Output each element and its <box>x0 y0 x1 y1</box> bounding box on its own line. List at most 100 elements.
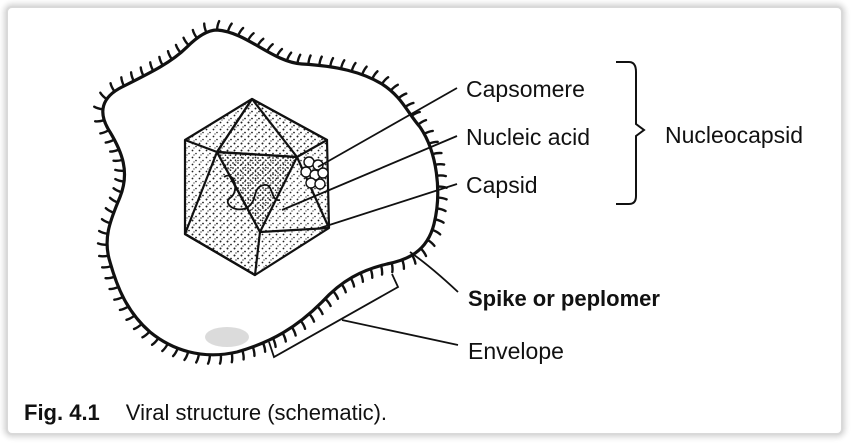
spike <box>404 101 415 109</box>
spike <box>99 128 111 135</box>
nucleocapsid-bracket <box>616 61 646 205</box>
spike <box>265 43 274 53</box>
spike <box>97 229 109 236</box>
spike <box>100 265 113 269</box>
spike <box>93 118 106 123</box>
spike <box>316 305 324 316</box>
spike <box>129 71 136 83</box>
spike <box>427 140 439 145</box>
leader-lines <box>268 87 459 359</box>
spike <box>422 129 434 136</box>
spike <box>379 264 384 276</box>
spike <box>323 297 332 308</box>
spike <box>158 55 164 67</box>
spike <box>308 312 316 323</box>
virus-diagram <box>92 19 646 365</box>
spike <box>206 353 212 365</box>
spike <box>436 196 448 201</box>
spike <box>339 59 346 70</box>
spike <box>113 295 125 301</box>
spike <box>112 158 124 163</box>
spike <box>215 19 221 32</box>
spike <box>108 285 120 291</box>
spike <box>433 218 445 224</box>
spike <box>359 271 365 283</box>
spike <box>331 289 340 300</box>
spike <box>389 83 399 92</box>
spike <box>271 337 277 349</box>
spike <box>251 345 256 358</box>
spike <box>218 353 223 365</box>
spike <box>431 151 443 156</box>
spike <box>275 47 284 58</box>
spike <box>161 342 169 353</box>
spike <box>431 228 442 236</box>
figure-number: Fig. 4.1 <box>24 400 100 425</box>
spike <box>350 61 357 73</box>
spike <box>108 148 121 153</box>
label-capsid: Capsid <box>466 172 538 198</box>
spike <box>360 65 368 76</box>
spike <box>299 319 307 331</box>
spike <box>149 61 155 73</box>
spike <box>120 76 126 88</box>
spike <box>174 43 182 54</box>
spike <box>171 347 179 358</box>
spike <box>96 242 109 246</box>
spike <box>401 258 406 271</box>
spike <box>194 352 201 364</box>
spike <box>104 206 115 214</box>
label-capsomere: Capsomere <box>466 76 585 102</box>
spike <box>104 275 116 280</box>
spike <box>397 92 408 100</box>
spike <box>410 253 417 265</box>
spike <box>236 26 245 37</box>
spike <box>433 163 446 166</box>
spike <box>108 196 119 204</box>
spike <box>182 36 190 47</box>
spike <box>281 331 288 343</box>
spike <box>371 70 379 81</box>
spike <box>410 110 421 118</box>
spike <box>118 305 130 312</box>
label-envelope: Envelope <box>468 338 564 364</box>
spike <box>112 187 123 194</box>
spike <box>246 32 255 42</box>
spike <box>285 51 293 62</box>
spike <box>290 325 297 337</box>
spike <box>166 50 174 61</box>
spike <box>369 267 374 280</box>
spike <box>150 336 160 346</box>
spike <box>261 341 267 353</box>
spike <box>226 22 233 34</box>
spike <box>318 55 323 67</box>
nucleic-acid-strand <box>223 174 281 211</box>
spike <box>340 282 347 294</box>
label-spike: Spike or peplomer <box>468 286 660 311</box>
spike <box>435 174 448 178</box>
spike <box>256 37 265 48</box>
spike <box>109 82 116 93</box>
label-nucleic-acid: Nucleic acid <box>466 124 590 150</box>
spike <box>125 314 136 321</box>
spike <box>191 28 199 40</box>
spike <box>99 91 108 101</box>
spike <box>139 66 145 78</box>
spike <box>92 105 105 111</box>
smudge-mark <box>205 327 249 347</box>
spike <box>183 350 190 362</box>
spike <box>132 322 143 331</box>
spike <box>435 207 447 213</box>
spike <box>390 261 394 274</box>
spike <box>98 254 110 258</box>
spike <box>426 238 436 248</box>
spike <box>419 247 428 258</box>
spike <box>307 54 312 66</box>
capsomere-cluster <box>300 156 329 190</box>
spike <box>114 177 126 183</box>
spike <box>104 138 116 144</box>
figure-frame: Capsomere Nucleic acid Capsid Nucleocaps… <box>6 6 843 435</box>
capsid-icosahedron <box>183 97 331 277</box>
spike <box>328 56 335 69</box>
